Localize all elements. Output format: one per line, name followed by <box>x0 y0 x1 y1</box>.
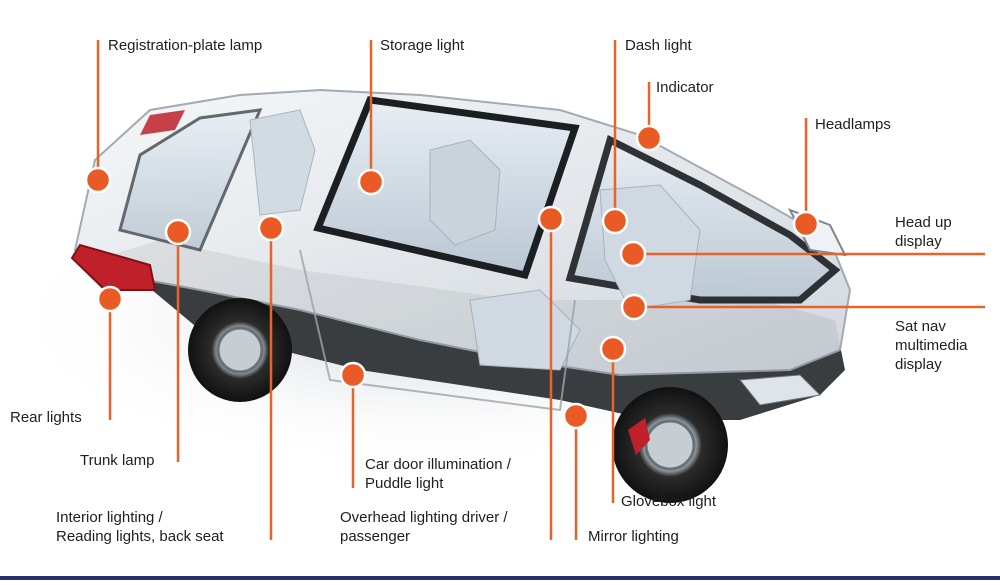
label-headlamps: Headlamps <box>815 115 891 134</box>
marker-headlamps <box>794 212 818 236</box>
label-indicator: Indicator <box>656 78 714 97</box>
label-trunk-lamp: Trunk lamp <box>80 451 154 470</box>
marker-mirror-lighting <box>564 404 588 428</box>
marker-head-up-display <box>621 242 645 266</box>
marker-interior-lighting <box>259 216 283 240</box>
marker-indicator <box>637 126 661 150</box>
marker-car-door <box>341 363 365 387</box>
footer-bar <box>0 576 1000 580</box>
label-registration-plate-lamp: Registration-plate lamp <box>108 36 262 55</box>
marker-sat-nav <box>622 295 646 319</box>
marker-trunk-lamp <box>166 220 190 244</box>
marker-glovebox-light <box>601 337 625 361</box>
marker-overhead-lighting <box>539 207 563 231</box>
marker-storage-light <box>359 170 383 194</box>
label-mirror-lighting: Mirror lighting <box>588 527 679 546</box>
label-storage-light: Storage light <box>380 36 464 55</box>
marker-registration-plate <box>86 168 110 192</box>
label-sat-nav: Sat nav multimedia display <box>895 317 968 374</box>
label-car-door-illumination: Car door illumination / Puddle light <box>365 455 511 493</box>
front-hub <box>646 421 694 469</box>
label-head-up-display: Head up display <box>895 213 952 251</box>
label-interior-lighting: Interior lighting / Reading lights, back… <box>56 508 224 546</box>
label-glovebox-light: Glovebox light <box>621 492 716 511</box>
label-dash-light: Dash light <box>625 36 692 55</box>
rear-hub <box>218 328 262 372</box>
marker-rear-lights <box>98 287 122 311</box>
label-overhead-lighting: Overhead lighting driver / passenger <box>340 508 508 546</box>
label-rear-lights: Rear lights <box>10 408 82 427</box>
marker-dash-light <box>603 209 627 233</box>
